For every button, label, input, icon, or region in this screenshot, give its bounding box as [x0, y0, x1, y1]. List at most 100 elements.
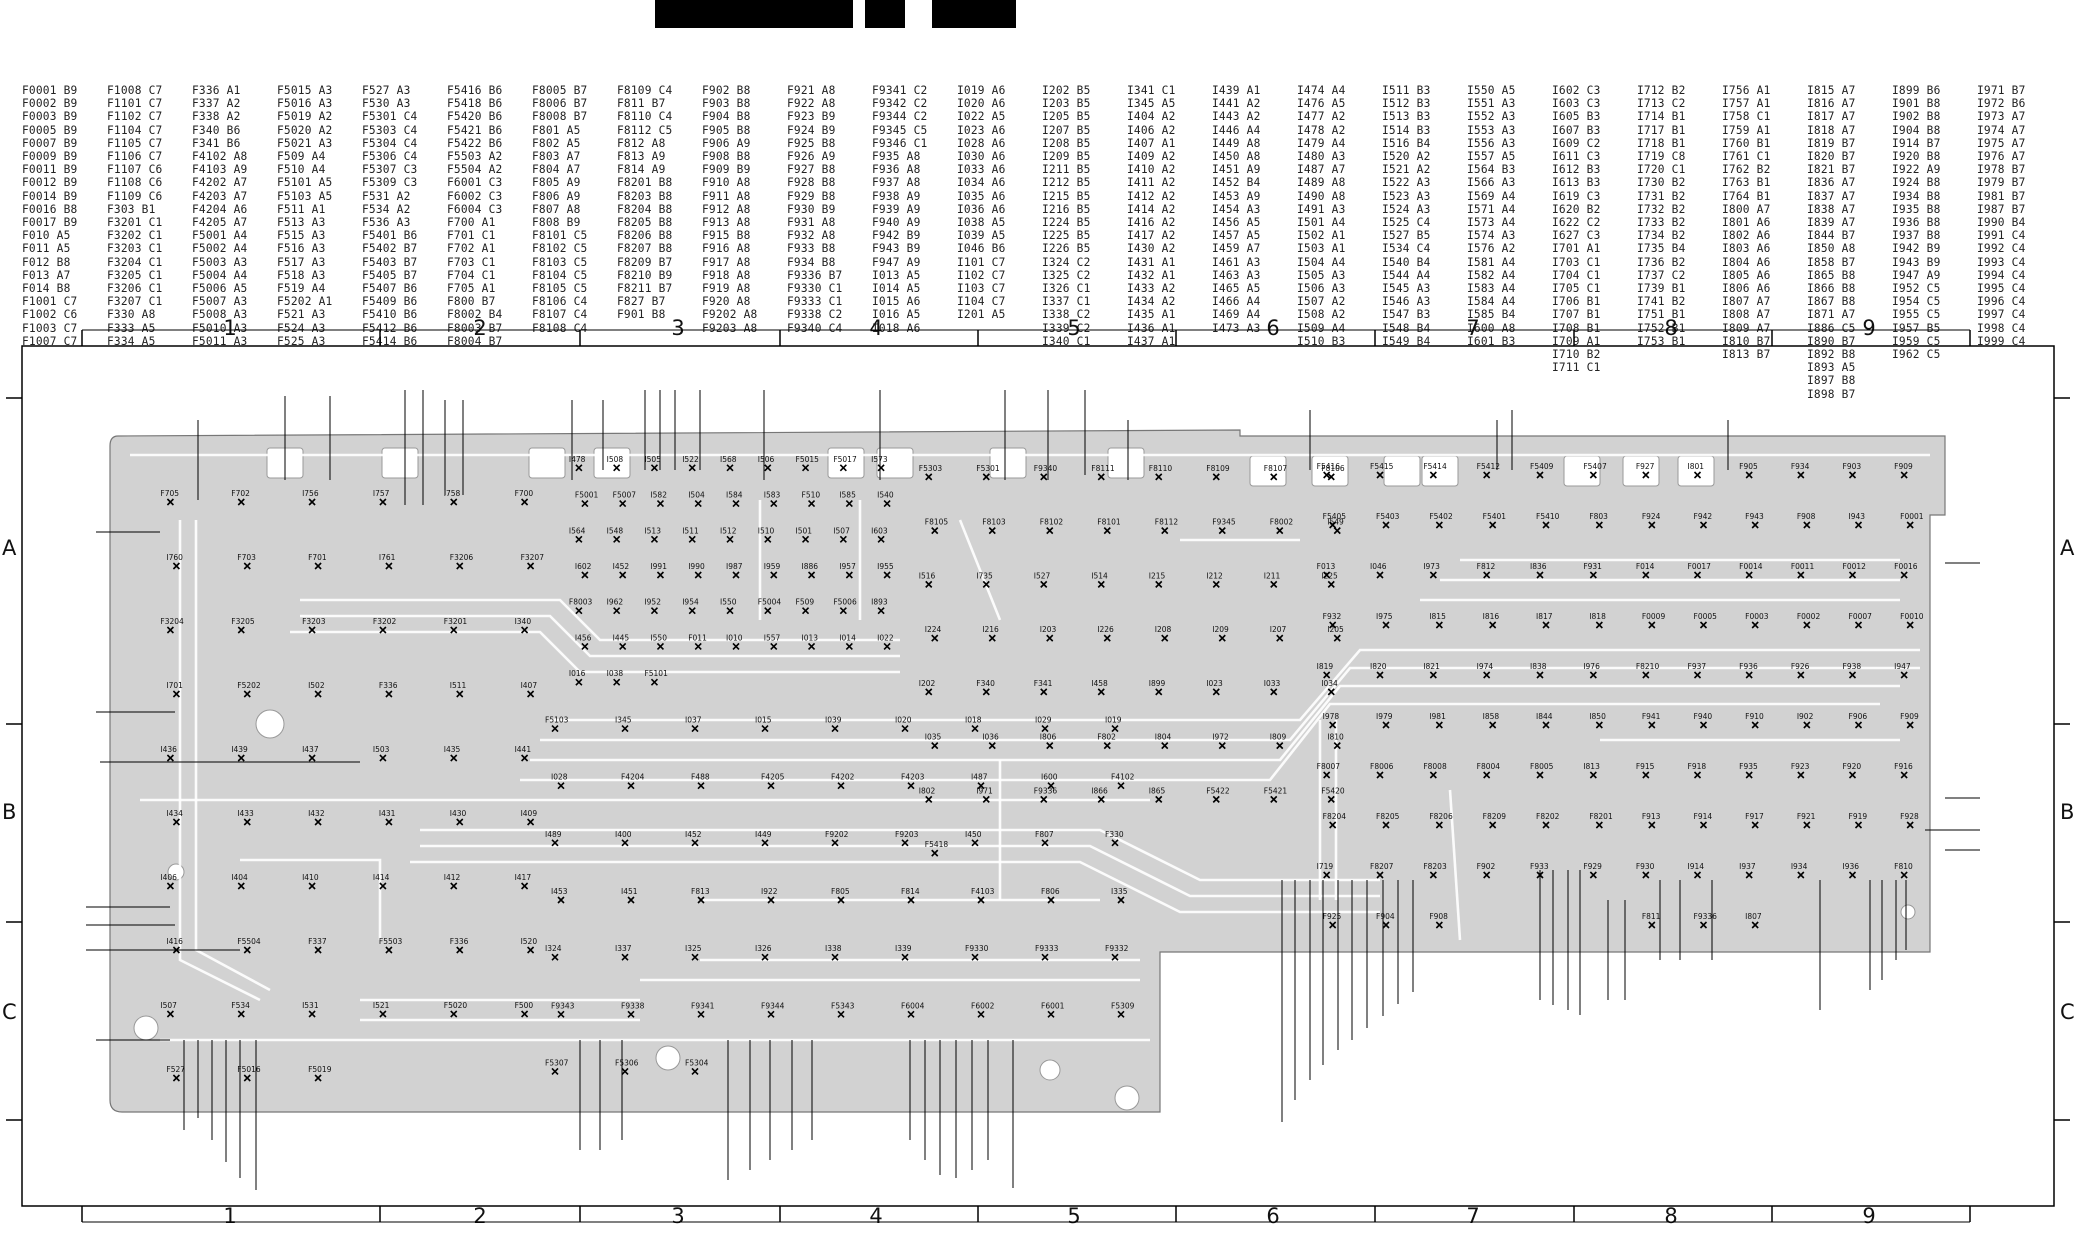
marker-cross [1589, 571, 1597, 579]
component-marker: I886 [802, 562, 818, 579]
ref-entry: F521 A3 [277, 308, 326, 322]
ref-entry: F1008 C7 [107, 84, 163, 97]
ref-entry: I718 B1 [1637, 136, 1686, 150]
ref-entry: I033 A6 [957, 163, 1006, 177]
component-label: F527 [166, 1065, 185, 1074]
component-label: I458 [1091, 679, 1108, 688]
ref-entry: F5401 B6 [362, 229, 418, 243]
component-marker: F5402 [1429, 512, 1453, 529]
component-marker: I850 [1589, 712, 1606, 729]
component-marker: I934 [1791, 862, 1808, 879]
ref-entry: I508 A2 [1297, 308, 1346, 322]
ref-entry: F906 A9 [702, 136, 751, 150]
ref-entry: I904 B8 [1892, 123, 1941, 137]
ref-entry: I574 A3 [1467, 229, 1516, 243]
component-label: I406 [160, 873, 177, 882]
component-marker: F5307 [545, 1058, 569, 1075]
component-label: F8107 [1264, 464, 1288, 473]
marker-cross [1040, 580, 1048, 588]
marker-cross [877, 535, 885, 543]
ref-entry: I995 C4 [1977, 282, 2026, 296]
marker-cross [831, 953, 839, 961]
component-marker: I522 [682, 455, 699, 472]
component-label: I603 [871, 526, 888, 535]
marker-cross [581, 571, 589, 579]
ref-entry: I103 C7 [957, 282, 1006, 296]
ref-entry: I991 C4 [1977, 229, 2026, 243]
component-marker: I404 [231, 873, 248, 890]
component-marker: F904 [1376, 912, 1395, 929]
ref-entry: I741 B2 [1637, 295, 1686, 309]
component-marker: I865 [1149, 786, 1166, 803]
component-label: I439 [231, 745, 248, 754]
component-marker: F9345 [1212, 518, 1236, 535]
ref-entry: F917 A8 [702, 255, 751, 269]
ref-entry: F5503 A2 [447, 150, 503, 164]
ref-entry: I805 A6 [1722, 268, 1771, 282]
ref-entry: F9336 B7 [787, 268, 843, 282]
marker-cross [575, 464, 583, 472]
ref-entry: F5407 B6 [362, 282, 418, 296]
ref-entry: I902 B8 [1892, 110, 1941, 124]
ref-entry: I957 B5 [1892, 321, 1941, 335]
marker-cross [1642, 771, 1650, 779]
ref-entry: F5306 C4 [362, 150, 418, 164]
component-marker: F8004 [1477, 762, 1500, 779]
marker-cross [1745, 571, 1753, 579]
component-label: F011 [688, 633, 707, 642]
component-label: I203 [1040, 625, 1057, 634]
marker-cross [1270, 473, 1278, 481]
ref-entry: I972 B6 [1977, 97, 2026, 111]
marker-cross [166, 754, 174, 762]
component-label: I573 [871, 455, 888, 464]
component-label: F5405 [1323, 512, 1347, 521]
marker-cross [982, 473, 990, 481]
component-label: F510 [802, 491, 821, 500]
component-marker: I445 [613, 633, 629, 650]
connector-pad [1622, 455, 1660, 487]
component-label: F4203 [901, 773, 925, 782]
ref-entry: I205 B5 [1042, 110, 1091, 124]
component-label: F5001 [575, 491, 599, 500]
marker-cross [521, 754, 529, 762]
ref-entry: I548 B4 [1382, 321, 1431, 335]
ref-entry: I035 A6 [957, 189, 1006, 203]
component-label: I449 [755, 830, 772, 839]
component-marker: F928 [1900, 812, 1919, 829]
marker-cross [688, 535, 696, 543]
ref-entry: I452 B4 [1212, 176, 1261, 190]
component-marker: F917 [1745, 812, 1764, 829]
marker-cross [1111, 725, 1119, 733]
ref-entry: I569 A4 [1467, 189, 1516, 203]
component-marker: F5504 [237, 937, 261, 954]
ref-entry: I018 A6 [872, 321, 921, 335]
marker-cross [1382, 621, 1390, 629]
component-label: F928 [1900, 812, 1919, 821]
component-label: F9343 [551, 1001, 575, 1010]
component-marker: F6002 [971, 1001, 995, 1018]
component-marker: F803 [1589, 512, 1608, 529]
marker-cross [243, 1074, 251, 1082]
component-label: I487 [971, 773, 988, 782]
copper-trace [410, 860, 1380, 914]
marker-cross [1376, 871, 1384, 879]
ref-entry: F6001 C3 [447, 176, 503, 190]
component-marker: I037 [685, 716, 702, 733]
component-label: F5416 [1317, 462, 1341, 471]
component-marker: F926 [1791, 662, 1810, 679]
component-marker: I036 [982, 733, 999, 750]
ref-entry: I974 A7 [1977, 123, 2026, 137]
ref-entry: I607 B3 [1552, 123, 1601, 137]
ref-entry: F536 A3 [362, 216, 411, 230]
component-label: F910 [1745, 712, 1764, 721]
marker-cross [450, 626, 458, 634]
ref-entry: I998 C4 [1977, 321, 2026, 335]
ref-entry: F4103 A9 [192, 163, 248, 177]
ref-entry: I997 C4 [1977, 308, 2026, 322]
component-label: I914 [1688, 862, 1705, 871]
component-marker: F5420 [1321, 786, 1345, 803]
component-label: I893 [871, 598, 888, 607]
